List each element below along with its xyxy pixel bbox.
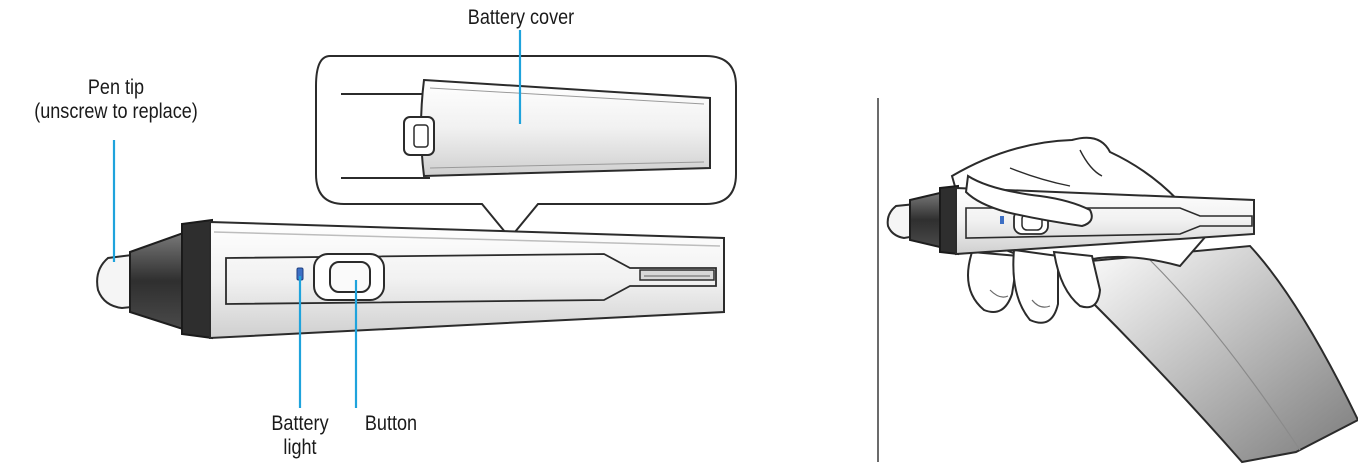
pen-tip-subtext: (unscrew to replace) xyxy=(34,100,198,123)
pen-tip-text: Pen tip xyxy=(87,76,145,99)
hand-holding-pen xyxy=(886,136,1358,464)
callout-lines xyxy=(112,30,522,408)
battery-light-subtext: light xyxy=(283,436,317,459)
battery-cover-label: Battery cover xyxy=(448,6,594,30)
battery-light-label: Battery light xyxy=(259,412,342,460)
battery-light-text: Battery xyxy=(271,412,329,435)
button-label: Button xyxy=(352,412,429,436)
button-text: Button xyxy=(364,412,418,435)
pen-tip-label: Pen tip (unscrew to replace) xyxy=(16,76,216,124)
battery-cover-text: Battery cover xyxy=(467,6,575,29)
battery-cover-closeup xyxy=(341,78,711,179)
pen-side-view xyxy=(96,218,725,340)
